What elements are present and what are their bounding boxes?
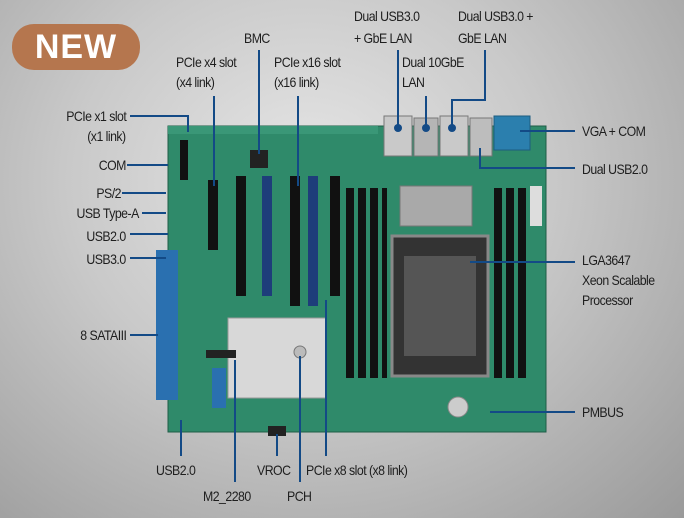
- label-dual-10gbe: Dual 10GbE: [402, 54, 464, 70]
- pcie-slot: [262, 176, 272, 296]
- label-gbe-lan-a: + GbE LAN: [354, 30, 412, 46]
- label-pcie-x4: PCIe x4 slot: [176, 54, 237, 70]
- label-ps2: PS/2: [96, 185, 121, 201]
- leader-usb20-right: [479, 148, 575, 169]
- label-processor: Processor: [582, 292, 633, 308]
- label-usb20-left: USB2.0: [86, 228, 127, 244]
- label-xeon: Xeon Scalable: [582, 272, 655, 288]
- label-pcie-x16-link: (x16 link): [274, 74, 319, 90]
- vga-com-port: [493, 115, 531, 151]
- label-pmbus: PMBUS: [582, 404, 624, 420]
- label-gbe-lan-b: GbE LAN: [458, 30, 507, 46]
- vroc-header: [268, 426, 286, 436]
- bmc-chip: [250, 150, 268, 168]
- label-bmc: BMC: [244, 30, 270, 46]
- label-pcie-x1: PCIe x1 slot: [65, 108, 127, 124]
- pcie-slot: [308, 176, 318, 306]
- label-usb30-left: USB3.0: [86, 251, 127, 267]
- pcie-slot: [236, 176, 246, 296]
- board-cutout: [168, 126, 378, 134]
- label-m2: M2_2280: [203, 488, 251, 504]
- new-badge: NEW: [12, 24, 140, 70]
- label-dual-usb30-a: Dual USB3.0: [354, 8, 420, 24]
- leader-pcie-x1: [130, 115, 189, 132]
- pcie-x16-slot: [290, 176, 300, 306]
- pch-heatsink: [227, 317, 327, 399]
- label-usb20-bottom: USB2.0: [156, 462, 196, 478]
- label-sata: 8 SATAIII: [79, 327, 127, 343]
- label-lga3647: LGA3647: [582, 252, 631, 268]
- label-pch: PCH: [287, 488, 312, 504]
- label-10gbe-lan: LAN: [402, 74, 425, 90]
- battery: [447, 396, 469, 418]
- pcie-x8-slot: [330, 176, 340, 296]
- usb-lan-port-2: [439, 115, 469, 157]
- label-usb-type-a: USB Type-A: [76, 205, 140, 221]
- label-pcie-x8: PCIe x8 slot (x8 link): [306, 462, 408, 478]
- leader-usb-lan-2: [451, 50, 486, 128]
- label-dual-usb20: Dual USB2.0: [582, 161, 648, 177]
- power-connector: [530, 186, 542, 226]
- label-pcie-x1-link: (x1 link): [87, 128, 127, 144]
- label-dual-usb30-b: Dual USB3.0 +: [458, 8, 534, 24]
- cpu-socket: [404, 256, 476, 356]
- sata-connectors: [156, 250, 178, 400]
- leader-lines: [122, 50, 575, 482]
- dimm-slots-left: [346, 188, 387, 378]
- lan-heatsink: [399, 185, 473, 227]
- label-pcie-x4-link: (x4 link): [176, 74, 215, 90]
- label-vga-com: VGA + COM: [582, 123, 646, 139]
- sata-connectors-2: [212, 368, 226, 408]
- label-com: COM: [98, 157, 127, 173]
- pcie-x1-slot: [180, 140, 188, 180]
- label-pcie-x16: PCIe x16 slot: [274, 54, 341, 70]
- pcie-x4-slot: [208, 180, 218, 250]
- m2-slot: [206, 350, 236, 358]
- dimm-slots-right: [494, 188, 526, 378]
- label-vroc: VROC: [257, 462, 291, 478]
- leader-dots: [394, 124, 456, 132]
